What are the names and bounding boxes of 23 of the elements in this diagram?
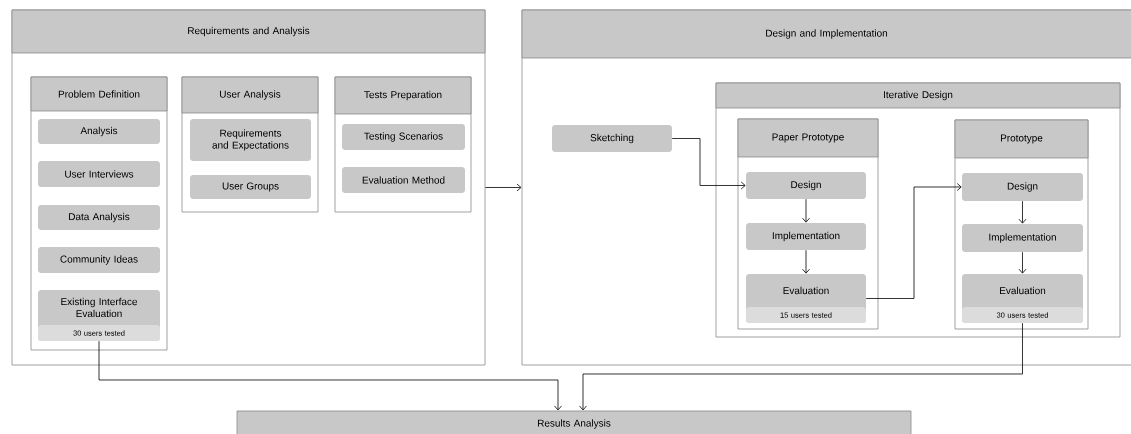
step-box: Sketching	[552, 125, 672, 152]
arrow	[98, 340, 562, 411]
step-box: Evaluation Method	[342, 167, 465, 193]
step-box: Testing Scenarios	[342, 124, 465, 150]
step-box: Community Ideas	[38, 247, 160, 273]
stage-band: Results Analysis	[236, 410, 912, 434]
arrow	[671, 138, 746, 190]
step-box: Design	[746, 172, 866, 199]
step-box: Implementation	[746, 223, 866, 250]
arrow	[579, 322, 1023, 411]
arrow	[865, 183, 962, 299]
step-box: User Interviews	[38, 161, 160, 187]
arrow	[802, 249, 810, 274]
arrow	[1018, 200, 1027, 224]
step-box: Requirements and Expectations	[190, 119, 311, 161]
step-box: Implementation	[962, 224, 1083, 252]
step-box: Analysis	[38, 119, 160, 144]
arrow	[802, 198, 810, 223]
step-box: User Groups	[190, 175, 311, 199]
step-box: Design	[962, 173, 1083, 201]
step-box: Data Analysis	[38, 205, 160, 230]
arrow	[485, 183, 522, 192]
arrow	[1018, 251, 1027, 274]
